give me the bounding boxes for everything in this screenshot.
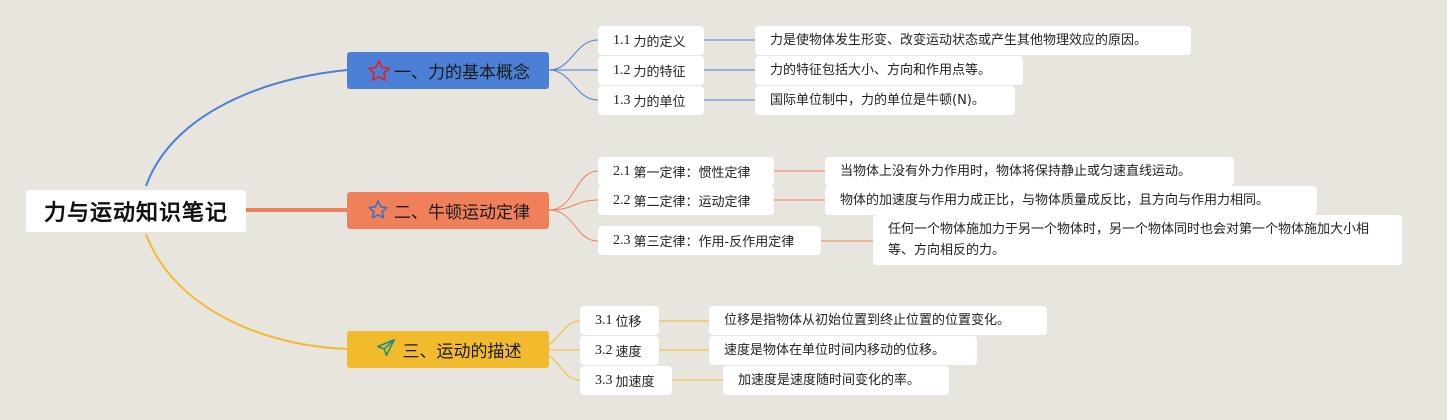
connector-root-branch-3: [145, 233, 348, 350]
connector-b1-s3: [548, 69, 599, 101]
root-topic[interactable]: 力与运动知识笔记: [26, 190, 246, 232]
paper-plane-icon: [375, 337, 401, 363]
branch-label: 二、牛顿运动定律: [394, 203, 530, 223]
detail-2-2[interactable]: 物体的加速度与作用力成正比，与物体质量成反比，且方向与作用力相同。: [825, 186, 1317, 215]
branch-label: 一、力的基本概念: [394, 63, 530, 83]
detail-1-3[interactable]: 国际单位制中，力的单位是牛顿(N)。: [755, 86, 1015, 115]
connector-b2-s2: [548, 199, 599, 211]
branch-force-concepts[interactable]: 一、力的基本概念: [347, 52, 549, 89]
detail-1-1[interactable]: 力是使物体发生形变、改变运动状态或产生其他物理效应的原因。: [755, 26, 1191, 55]
detail-2-3[interactable]: 任何一个物体施加力于另一个物体时，另一个物体同时也会对第一个物体施加大小相等、方…: [873, 215, 1402, 265]
star-outline-icon: [366, 198, 392, 224]
branch-motion-description[interactable]: 三、运动的描述: [347, 331, 549, 368]
branch-label: 三、运动的描述: [402, 342, 522, 362]
detail-3-2[interactable]: 速度是物体在单位时间内移动的位移。: [709, 336, 977, 365]
connector-b1-s1: [548, 39, 599, 71]
detail-3-3[interactable]: 加速度是速度随时间变化的率。: [723, 366, 949, 395]
branch-newton-laws[interactable]: 二、牛顿运动定律: [347, 192, 549, 229]
detail-2-1[interactable]: 当物体上没有外力作用时，物体将保持静止或匀速直线运动。: [825, 157, 1234, 186]
detail-1-2[interactable]: 力的特征包括大小、方向和作用点等。: [755, 56, 1023, 85]
detail-3-1[interactable]: 位移是指物体从初始位置到终止位置的位置变化。: [709, 306, 1047, 335]
connector-b2-s1: [548, 170, 599, 211]
star-outline-icon: [366, 58, 392, 84]
root-title: 力与运动知识笔记: [43, 201, 228, 226]
connector-root-branch-1: [145, 69, 348, 187]
connector-b2-s3: [548, 209, 599, 242]
